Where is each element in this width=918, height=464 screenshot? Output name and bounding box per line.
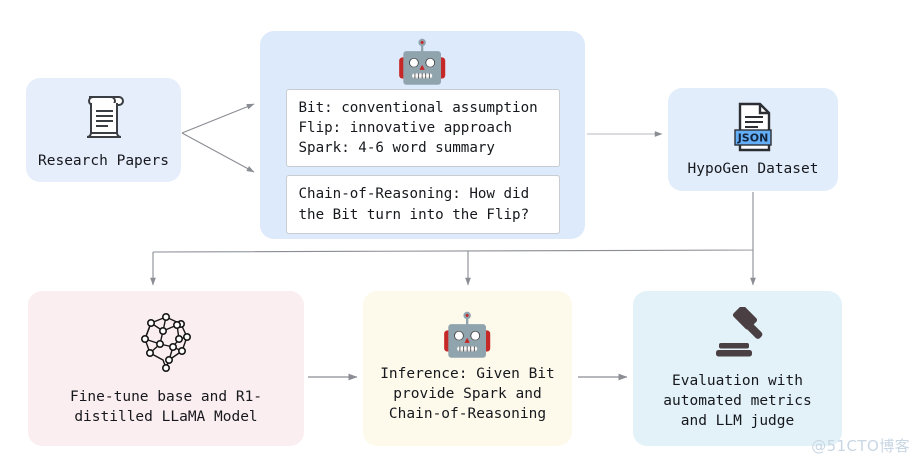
edge-papers-to-generation-upper	[181, 103, 255, 134]
watermark: @51CTO博客	[811, 437, 910, 455]
neural-network-brain-icon	[133, 311, 199, 373]
gavel-icon	[707, 306, 769, 361]
node-evaluation[interactable]: Evaluation with automated metrics and LL…	[633, 291, 842, 446]
scroll-document-icon	[80, 89, 128, 145]
node-generation[interactable]: 🤖 Bit: conventional assumption Flip: inn…	[260, 31, 585, 239]
edge-papers-to-generation-lower	[181, 132, 255, 173]
node-hypogen-dataset-label: HypoGen Dataset	[687, 161, 819, 177]
node-inference-label: Inference: Given Bit provide Spark and C…	[380, 365, 555, 422]
node-inference[interactable]: 🤖 Inference: Given Bit provide Spark and…	[363, 291, 572, 446]
robot-icon: 🤖	[396, 37, 449, 86]
node-evaluation-label: Evaluation with automated metrics and LL…	[663, 372, 812, 429]
svg-text:JSON: JSON	[737, 132, 769, 145]
node-hypogen-dataset[interactable]: JSON HypoGen Dataset	[668, 88, 838, 191]
chain-of-reasoning-card: Chain-of-Reasoning: How did the Bit turn…	[285, 175, 560, 234]
node-finetune-label: Fine-tune base and R1- distilled LLaMA M…	[69, 388, 263, 425]
json-file-icon: JSON	[730, 100, 776, 154]
node-research-papers-label: Research Papers	[38, 153, 169, 169]
node-research-papers[interactable]: Research Papers	[26, 78, 181, 182]
bit-flip-spark-card: Bit: conventional assumption Flip: innov…	[285, 89, 560, 168]
node-finetune[interactable]: Fine-tune base and R1- distilled LLaMA M…	[28, 291, 304, 446]
robot-icon: 🤖	[441, 309, 494, 359]
